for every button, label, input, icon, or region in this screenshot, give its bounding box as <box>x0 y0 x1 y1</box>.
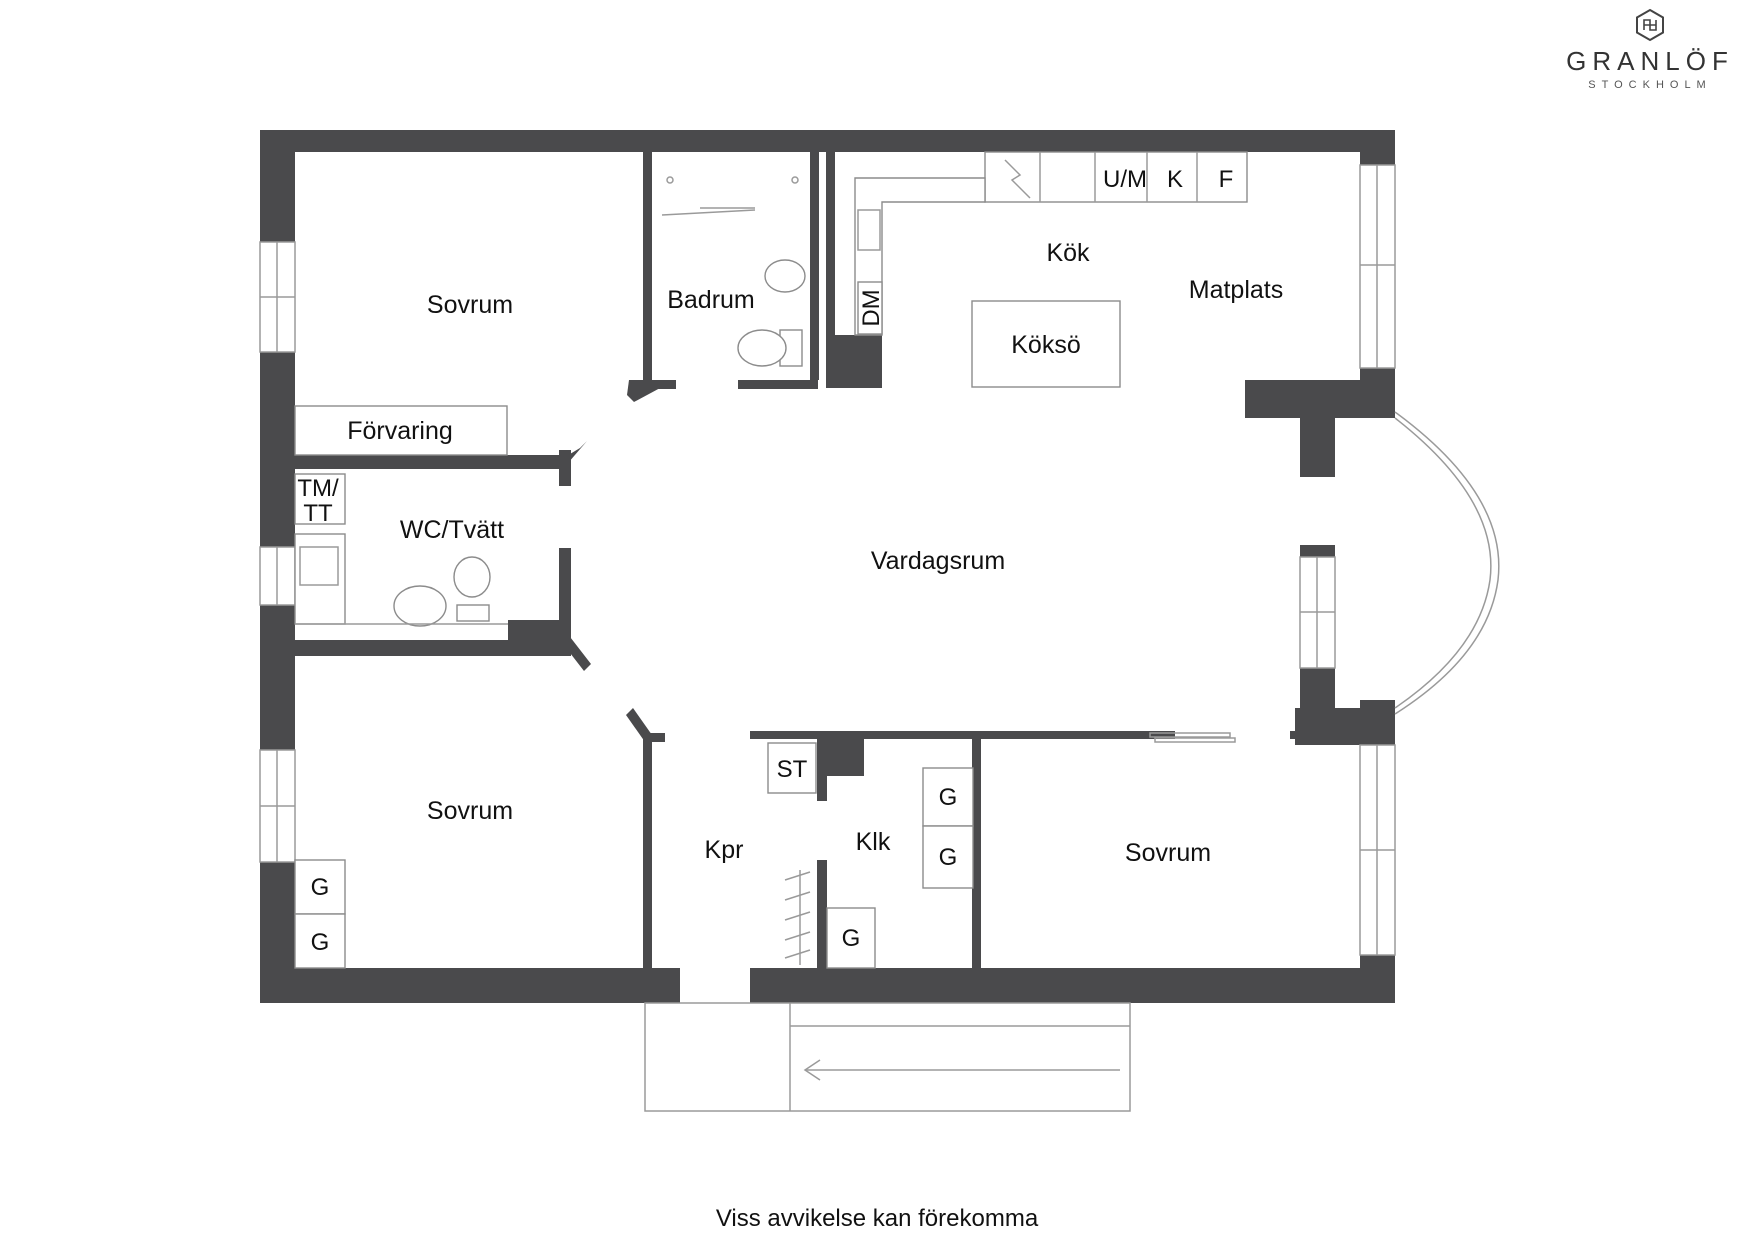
label-forvaring: Förvaring <box>347 417 453 445</box>
label-sovrum-right: Sovrum <box>1125 839 1211 867</box>
label-badrum: Badrum <box>667 286 755 314</box>
label-vardagsrum: Vardagsrum <box>871 547 1005 575</box>
label-kpr: Kpr <box>705 836 744 864</box>
disclaimer-text: Viss avvikelse kan förekomma <box>715 1205 1039 1232</box>
label-matplats: Matplats <box>1189 276 1283 304</box>
label-dm: DM <box>858 289 885 326</box>
interior-walls <box>295 152 1360 968</box>
label-f: F <box>1219 166 1234 193</box>
label-wc-tvatt: WC/Tvätt <box>400 516 504 544</box>
label-sovrum-left: Sovrum <box>427 797 513 825</box>
windows <box>259 164 1500 956</box>
label-koksö: Köksö <box>1011 331 1080 359</box>
brand-name: GRANLÖF <box>1566 46 1734 76</box>
granlof-hexagon-logo-icon <box>1636 8 1664 42</box>
wardrobes <box>294 742 974 969</box>
fixture-labels: U/M K F DM TM/ TT ST G G G G G <box>297 166 1233 956</box>
label-um: U/M <box>1103 166 1147 193</box>
kitchen-counters <box>854 151 1248 388</box>
label-kok: Kök <box>1046 239 1090 267</box>
label-tt: TT <box>303 500 333 527</box>
label-sovrum-top: Sovrum <box>427 291 513 319</box>
label-klk: Klk <box>856 828 891 856</box>
label-g-wardrobe-1: G <box>939 784 958 811</box>
exterior-walls <box>260 130 1395 1003</box>
sliding-doors <box>1149 732 1236 743</box>
bathroom-fixtures <box>661 176 806 367</box>
label-g-wardrobe-4: G <box>311 874 330 901</box>
storage-wc-fixtures <box>294 405 508 627</box>
label-g-wardrobe-5: G <box>311 929 330 956</box>
brand-city: STOCKHOLM <box>1588 79 1712 91</box>
label-k: K <box>1167 166 1183 193</box>
label-st: ST <box>777 756 808 783</box>
room-labels: Sovrum Badrum Kök Matplats Köksö Förvari… <box>347 239 1283 867</box>
entrance-balcony <box>644 1002 1131 1112</box>
label-tm: TM/ <box>297 475 339 502</box>
floor-plan: Sovrum Badrum Kök Matplats Köksö Förvari… <box>259 130 1500 1112</box>
label-g-wardrobe-3: G <box>842 925 861 952</box>
label-g-wardrobe-2: G <box>939 844 958 871</box>
brand-logo: GRANLÖF STOCKHOLM <box>1560 8 1740 98</box>
